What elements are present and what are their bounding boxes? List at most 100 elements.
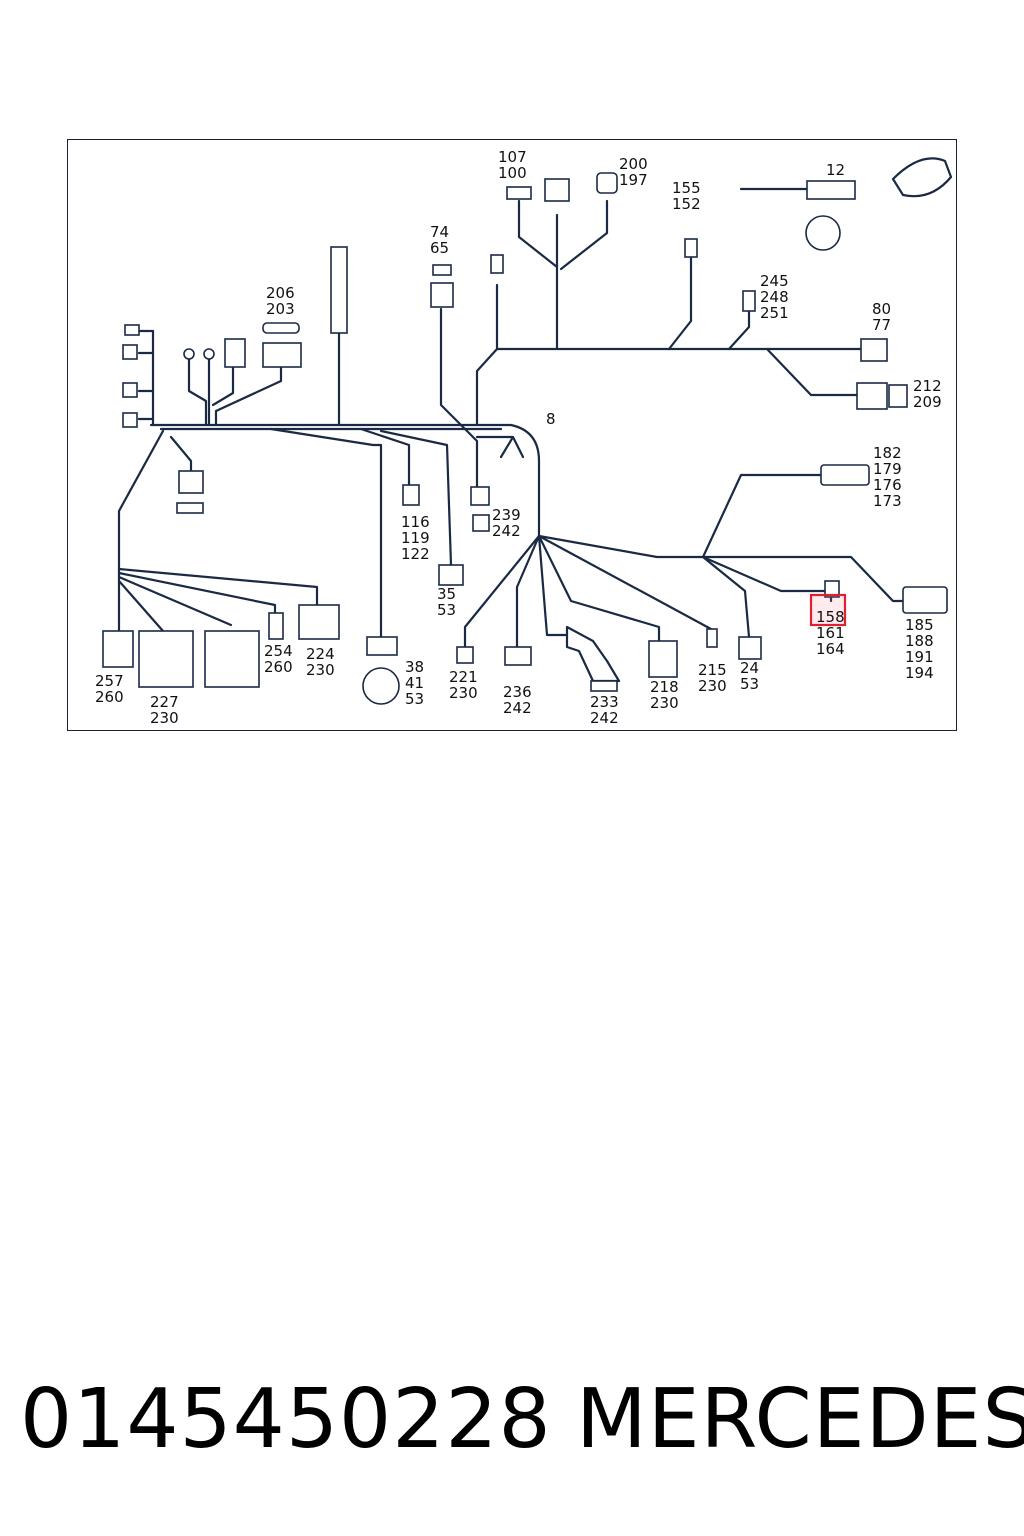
ring-terminal-icon-2 — [203, 348, 215, 360]
c239-connector — [470, 486, 490, 506]
c239-plug — [472, 514, 490, 532]
c200-wire — [559, 199, 609, 271]
hub-to-185 — [701, 555, 905, 603]
c257-connector — [102, 630, 134, 668]
c212-connector — [856, 382, 888, 410]
c239-branch — [475, 435, 525, 459]
c182-connector — [820, 464, 870, 486]
callout-12[interactable]: 12 — [826, 161, 846, 179]
hub-to-221 — [463, 534, 541, 649]
mid-left-terminal — [176, 502, 204, 514]
c245-plug — [742, 290, 756, 312]
c206-wire — [214, 365, 283, 427]
small-plug-icon — [490, 254, 504, 274]
c245-wire — [727, 309, 751, 351]
mid-plug — [544, 178, 570, 202]
c212-pins — [888, 384, 908, 408]
c74-fuse — [432, 264, 452, 276]
brand-name: MERCEDES — [576, 1372, 1024, 1467]
c221-plug — [456, 646, 474, 664]
ring-wire — [187, 355, 235, 427]
c38-connector — [366, 636, 398, 656]
left-terminal-1 — [124, 324, 140, 336]
c35-connector — [438, 564, 464, 586]
c80-connector — [860, 338, 888, 362]
left-stack-tap — [137, 329, 155, 421]
c116-wire — [359, 427, 411, 487]
c206-housing — [262, 342, 302, 368]
c185-connector — [902, 586, 948, 614]
c233-connector — [590, 680, 618, 692]
c12-sensor — [806, 180, 856, 200]
hub-to-236 — [515, 534, 541, 649]
c215-plug — [706, 628, 718, 648]
c227-connector-b — [204, 630, 260, 688]
ring-terminal-icon — [183, 348, 195, 360]
hub-to-24 — [701, 555, 751, 639]
c227-connector-a — [138, 630, 194, 688]
left-terminal-3 — [122, 382, 138, 398]
tall-connector — [330, 246, 348, 334]
highlight-158 — [809, 593, 847, 627]
footer-caption: 0145450228 MERCEDES — [0, 1370, 1024, 1470]
c35-wire — [379, 429, 453, 567]
relay-icon — [224, 338, 246, 368]
c206-plug — [262, 322, 300, 334]
c107-wire — [517, 199, 559, 351]
hub-to-218 — [537, 534, 661, 643]
main-trunk-wire — [149, 423, 541, 538]
c38-cap — [362, 667, 400, 705]
c212-wire — [765, 347, 859, 397]
c254-plug — [268, 612, 284, 640]
fan-to-254 — [117, 571, 277, 615]
wrench-icon — [805, 215, 841, 251]
callout-8[interactable]: 8 — [546, 410, 556, 428]
mid-left-plug — [178, 470, 204, 494]
c12-probe-icon — [891, 157, 953, 198]
c224-connector — [298, 604, 340, 640]
c236-connector — [504, 646, 532, 666]
left-terminal-2 — [122, 344, 138, 360]
left-down-wire — [117, 429, 165, 633]
fan-to-224 — [117, 567, 319, 607]
fan-to-227a — [117, 579, 165, 633]
c218-connector — [648, 640, 678, 678]
c155-wire — [667, 255, 693, 351]
hub-to-215 — [537, 534, 713, 631]
c116-plug — [402, 484, 420, 506]
harness-drawing — [102, 157, 953, 705]
c38-wire — [269, 427, 383, 639]
c74-housing — [430, 282, 454, 308]
c107-plug — [506, 186, 532, 200]
c74-wire — [439, 307, 479, 493]
hub-to-233 — [537, 534, 569, 637]
c155-plug — [684, 238, 698, 258]
left-terminal-4 — [122, 412, 138, 428]
